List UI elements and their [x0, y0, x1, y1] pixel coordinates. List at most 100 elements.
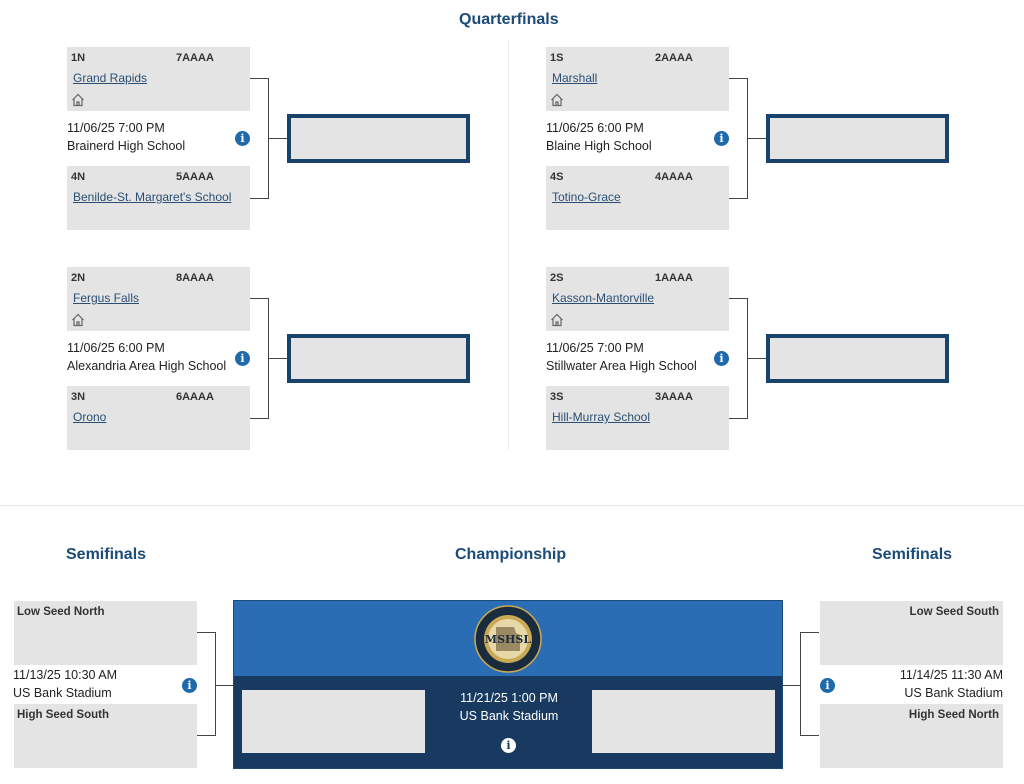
seed-label: 4S [550, 171, 564, 183]
class-label: 7AAAA [176, 52, 214, 64]
game-venue: US Bank Stadium [904, 686, 1003, 700]
game-venue: US Bank Stadium [13, 686, 112, 700]
team-slot: 4S 4AAAA Totino-Grace [546, 166, 729, 230]
team-slot: Low Seed South [820, 601, 1003, 665]
seed-label: 3N [71, 391, 86, 403]
quarterfinals-title: Quarterfinals [459, 11, 559, 28]
bracket-line [197, 632, 216, 736]
bracket-line [729, 78, 748, 199]
game-venue: US Bank Stadium [459, 709, 559, 723]
bracket-line [269, 358, 287, 359]
section-divider [0, 505, 1024, 506]
winner-slot [766, 114, 949, 163]
game-venue: Stillwater Area High School [546, 359, 697, 373]
bracket-line [729, 298, 748, 419]
game-info: 11/14/25 11:30 AM US Bank Stadium [900, 666, 1003, 702]
team-slot: High Seed South [14, 704, 197, 768]
bracket-line [748, 138, 766, 139]
team-slot: High Seed North [820, 704, 1003, 768]
winner-slot [287, 334, 470, 383]
info-icon[interactable]: i [501, 738, 516, 753]
bracket-line [800, 632, 819, 736]
seed-label: 3S [550, 391, 564, 403]
finalist-slot [592, 690, 775, 753]
team-link[interactable]: Hill-Murray School [552, 410, 651, 424]
logo-text: MSHSL [485, 633, 531, 646]
game-info: 11/06/25 6:00 PM Alexandria Area High Sc… [67, 339, 226, 375]
team-slot: 3S 3AAAA Hill-Murray School [546, 386, 729, 450]
info-icon[interactable]: i [714, 131, 729, 146]
seed-label: 1S [550, 52, 564, 64]
game-datetime: 11/14/25 11:30 AM [899, 668, 1003, 682]
class-label: 4AAAA [655, 171, 693, 183]
class-label: 1AAAA [655, 272, 693, 284]
divider [508, 40, 509, 450]
game-datetime: 11/13/25 10:30 AM [13, 668, 118, 682]
team-link[interactable]: Grand Rapids [73, 71, 148, 85]
semifinals-right-title: Semifinals [872, 546, 953, 563]
championship-banner: MSHSL [234, 601, 782, 676]
game-datetime: 11/06/25 6:00 PM [67, 341, 165, 355]
finalist-slot [242, 690, 425, 753]
class-label: 6AAAA [176, 391, 214, 403]
team-link[interactable]: Orono [73, 410, 107, 424]
bracket-line [748, 358, 766, 359]
bracket-line [269, 138, 287, 139]
seed-placeholder: High Seed North [908, 709, 999, 721]
team-slot: 1N 7AAAA Grand Rapids [67, 47, 250, 111]
bracket-line [250, 298, 269, 419]
semifinals-left-title: Semifinals [66, 546, 147, 563]
game-info: 11/21/25 1:00 PM US Bank Stadium [434, 689, 584, 725]
game-datetime: 11/06/25 7:00 PM [546, 341, 644, 355]
game-datetime: 11/06/25 7:00 PM [67, 121, 165, 135]
mshsl-logo: MSHSL [474, 605, 542, 673]
home-icon [72, 93, 84, 107]
team-link[interactable]: Totino-Grace [552, 190, 621, 204]
winner-slot [766, 334, 949, 383]
info-icon[interactable]: i [820, 678, 835, 693]
seed-label: 2S [550, 272, 564, 284]
info-icon[interactable]: i [714, 351, 729, 366]
team-slot: 3N 6AAAA Orono [67, 386, 250, 450]
class-label: 3AAAA [655, 391, 693, 403]
game-info: 11/13/25 10:30 AM US Bank Stadium [13, 666, 117, 702]
home-icon [551, 313, 563, 327]
championship-title: Championship [455, 546, 567, 563]
home-icon [551, 93, 563, 107]
home-icon [72, 313, 84, 327]
team-link[interactable]: Kasson-Mantorville [552, 291, 655, 305]
team-link[interactable]: Fergus Falls [73, 291, 140, 305]
seed-label: 4N [71, 171, 86, 183]
team-slot: 1S 2AAAA Marshall [546, 47, 729, 111]
seed-placeholder: High Seed South [17, 709, 109, 721]
team-link[interactable]: Marshall [552, 71, 598, 85]
game-info: 11/06/25 7:00 PM Brainerd High School [67, 119, 185, 155]
team-slot: 4N 5AAAA Benilde-St. Margaret's School [67, 166, 250, 230]
info-icon[interactable]: i [182, 678, 197, 693]
bracket-line [250, 78, 269, 199]
seed-placeholder: Low Seed North [17, 606, 105, 618]
game-venue: Brainerd High School [67, 139, 186, 153]
team-slot: Low Seed North [14, 601, 197, 665]
seed-placeholder: Low Seed South [909, 606, 999, 618]
info-icon[interactable]: i [235, 131, 250, 146]
seed-label: 1N [71, 52, 86, 64]
game-info: 11/06/25 7:00 PM Stillwater Area High Sc… [546, 339, 697, 375]
class-label: 8AAAA [176, 272, 214, 284]
info-icon[interactable]: i [235, 351, 250, 366]
game-info: 11/06/25 6:00 PM Blaine High School [546, 119, 652, 155]
team-slot: 2S 1AAAA Kasson-Mantorville [546, 267, 729, 331]
winner-slot [287, 114, 470, 163]
bracket-line [216, 685, 233, 686]
team-link[interactable]: Benilde-St. Margaret's School [73, 190, 232, 204]
championship-panel: MSHSL 11/21/25 1:00 PM US Bank Stadium i [233, 600, 783, 769]
team-slot: 2N 8AAAA Fergus Falls [67, 267, 250, 331]
game-datetime: 11/06/25 6:00 PM [546, 121, 644, 135]
game-datetime: 11/21/25 1:00 PM [460, 691, 558, 705]
seed-label: 2N [71, 272, 86, 284]
class-label: 5AAAA [176, 171, 214, 183]
class-label: 2AAAA [655, 52, 693, 64]
bracket-line [783, 685, 800, 686]
game-venue: Alexandria Area High School [67, 359, 227, 373]
game-venue: Blaine High School [546, 139, 652, 153]
